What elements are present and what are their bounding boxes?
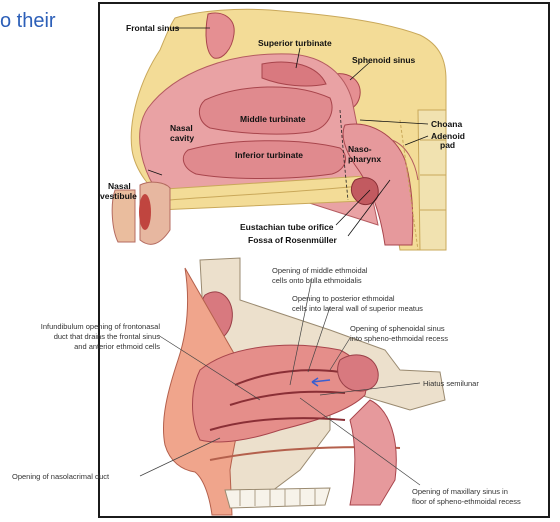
label-posterior-ethmoidal-line2: cells into lateral wall of superior meat… <box>292 304 423 313</box>
label-inferior-turbinate: Inferior turbinate <box>235 150 303 160</box>
label-nasopharynx-line1: Naso- <box>348 144 372 154</box>
label-infundibulum-line3: and anterior ethmoid cells <box>74 342 160 351</box>
label-nasopharynx-line2: pharynx <box>348 154 381 164</box>
label-nasal-cavity-line2: cavity <box>170 133 194 143</box>
label-eustachian-tube-orifice: Eustachian tube orifice <box>240 222 334 232</box>
label-nasal-cavity-line1: Nasal <box>170 123 193 133</box>
label-infundibulum-line2: duct that drains the frontal sinus <box>54 332 161 341</box>
label-superior-turbinate: Superior turbinate <box>258 38 332 48</box>
label-nasal-vestibule-line2: vestibule <box>100 191 137 201</box>
label-hiatus-semilunar: Hiatus semilunar <box>423 379 479 388</box>
label-middle-ethmoidal-line2: cells onto bulla ethmoidalis <box>272 276 362 285</box>
label-sphenoid-sinus: Sphenoid sinus <box>352 55 416 65</box>
label-nasal-vestibule-line1: Nasal <box>108 181 131 191</box>
label-choana: Choana <box>431 119 462 129</box>
label-nasolacrimal-duct: Opening of nasolacrimal duct <box>12 472 110 481</box>
label-middle-turbinate: Middle turbinate <box>240 114 306 124</box>
label-frontal-sinus: Frontal sinus <box>126 23 180 33</box>
label-fossa-of-rosenmuller: Fossa of Rosenmüller <box>248 235 337 245</box>
label-sphenoidal-line1: Opening of sphenoidal sinus <box>350 324 445 333</box>
label-middle-ethmoidal-line1: Opening of middle ethmoidal <box>272 266 368 275</box>
label-maxillary-line2: floor of spheno-ethmoidal recess <box>412 497 521 506</box>
label-posterior-ethmoidal-line1: Opening to posterior ethmoidal <box>292 294 395 303</box>
label-maxillary-line1: Opening of maxillary sinus in <box>412 487 508 496</box>
label-infundibulum-line1: Infundibulum opening of frontonasal <box>41 322 161 331</box>
label-adenoid-line2: pad <box>440 140 455 150</box>
label-sphenoidal-line2: into spheno-ethmoidal recess <box>350 334 448 343</box>
